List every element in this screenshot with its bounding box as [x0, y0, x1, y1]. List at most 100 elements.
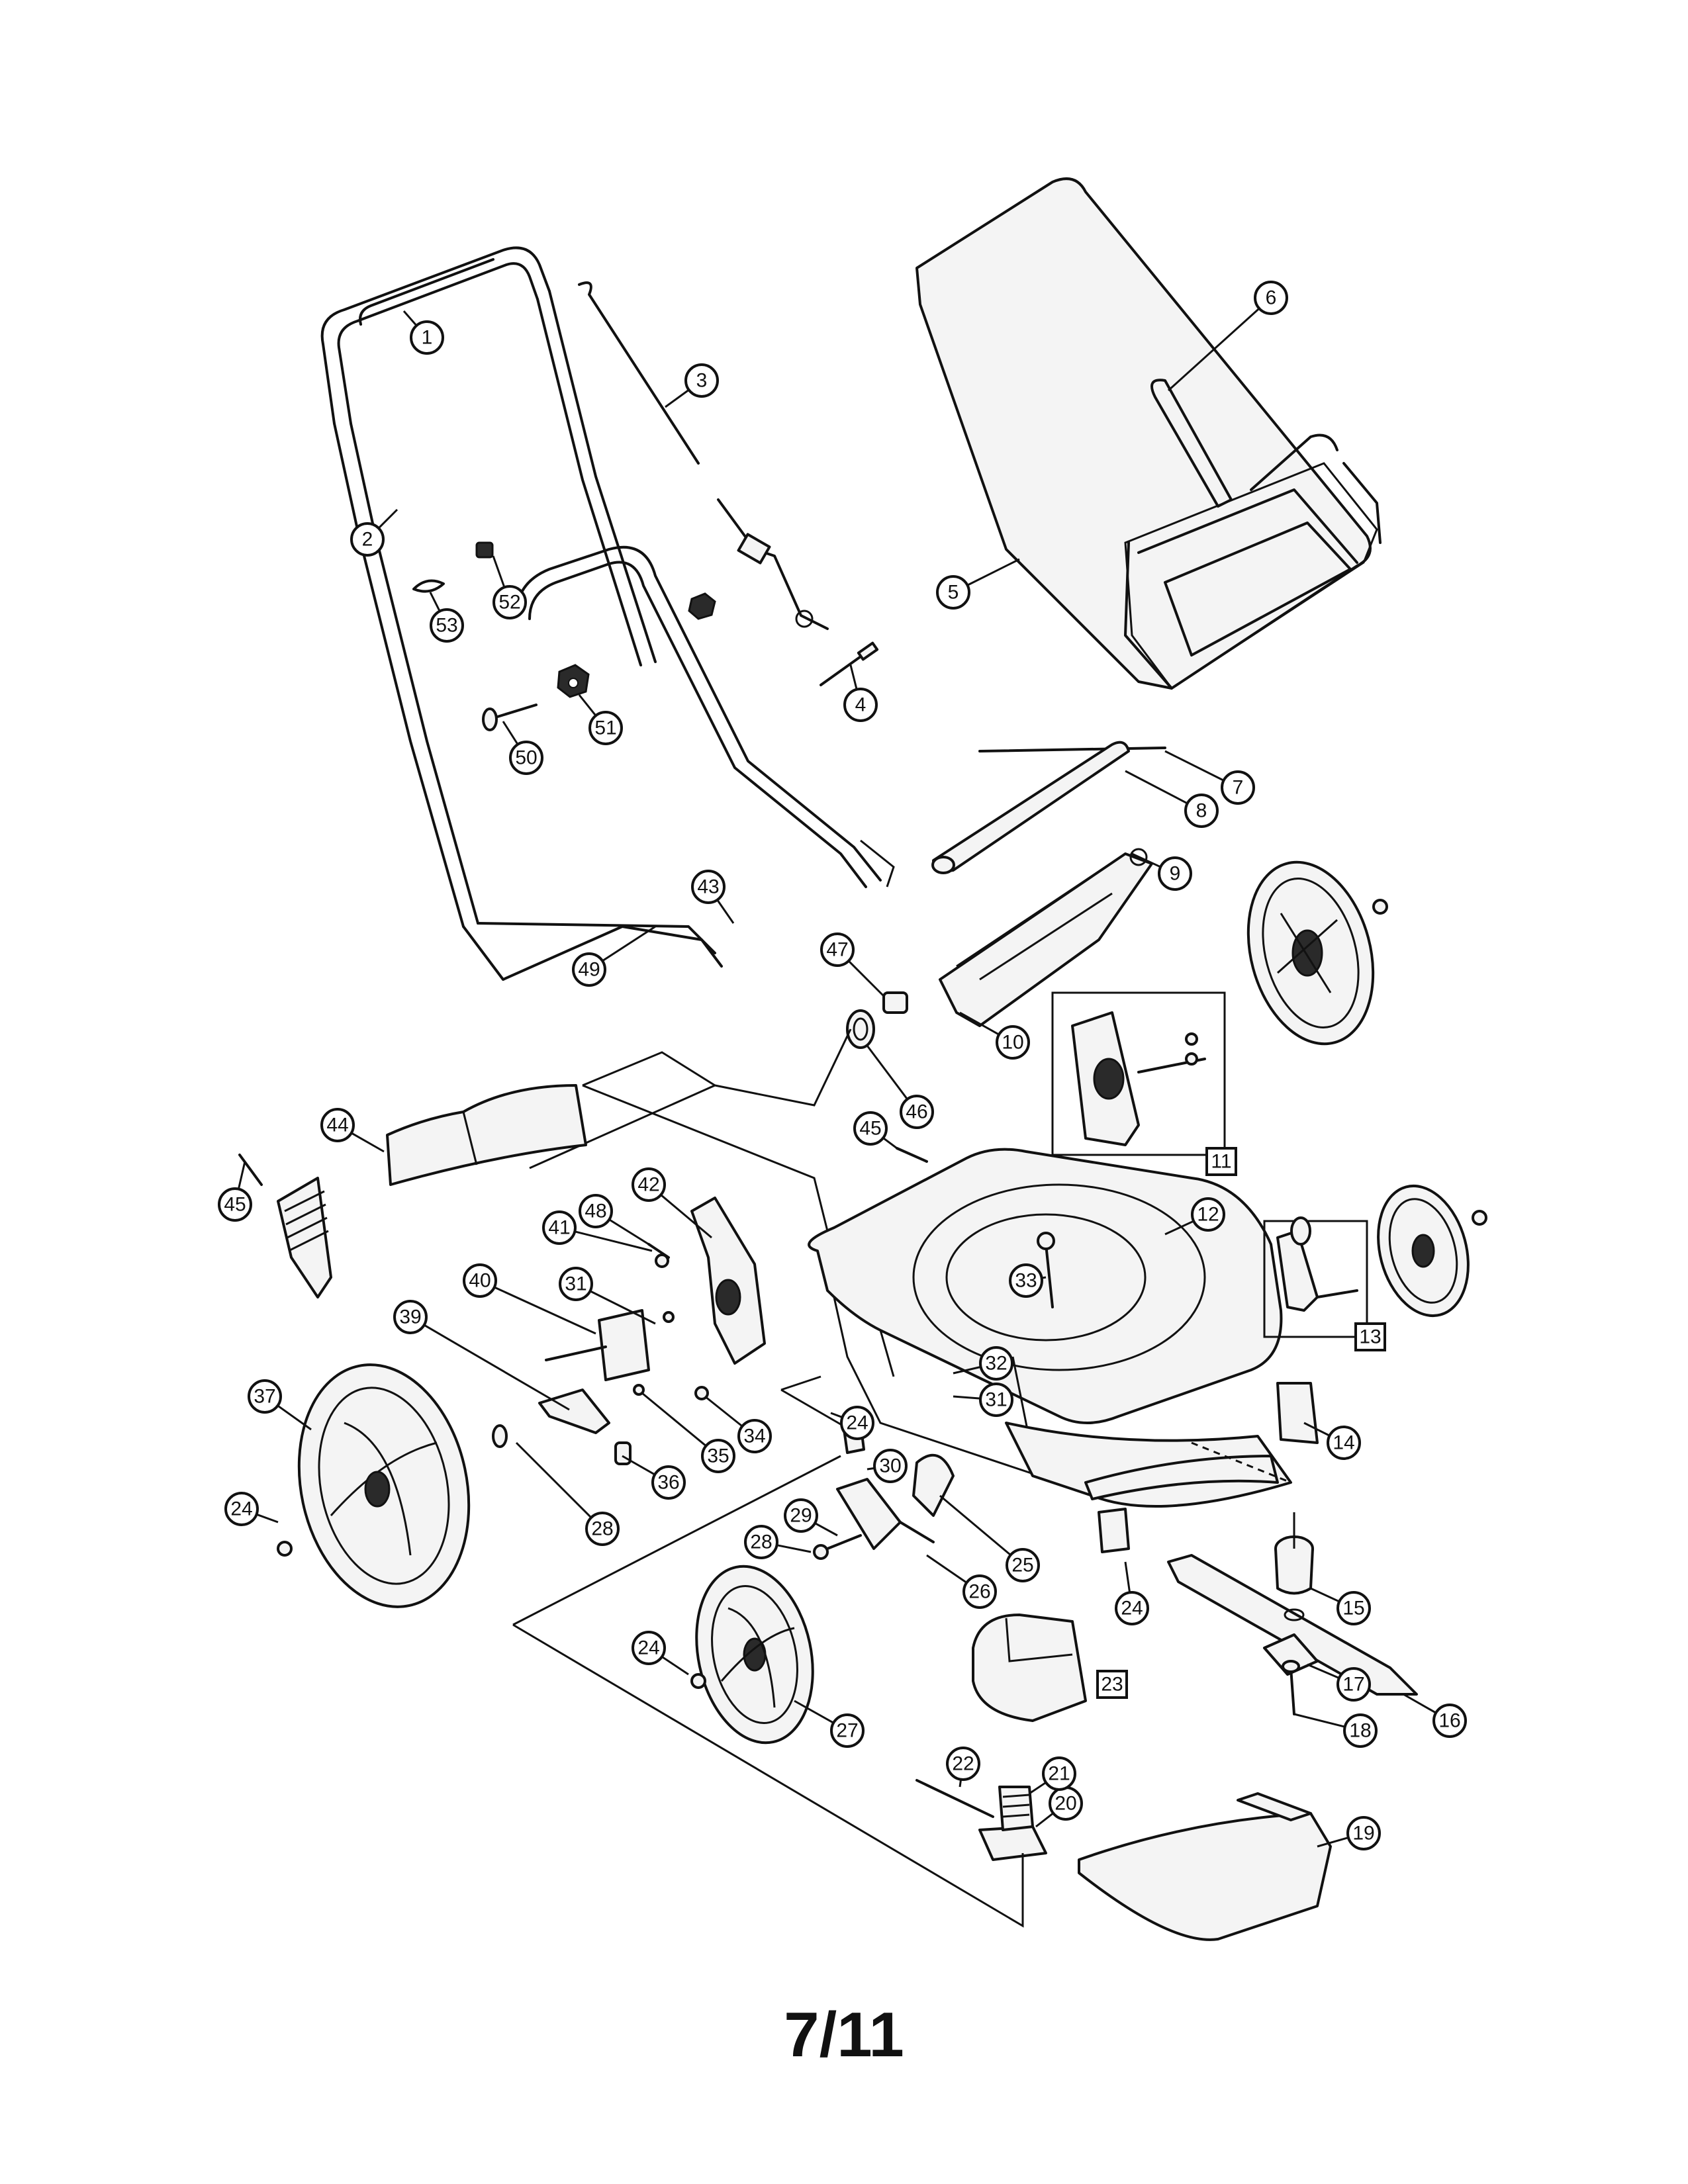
- callout-50: 50: [502, 721, 543, 775]
- callout-label: 1: [422, 327, 433, 349]
- callout-leader-15: [1310, 1587, 1340, 1603]
- callout-44: 44: [320, 1108, 385, 1153]
- mower-blade: [1167, 1554, 1418, 1696]
- callout-label: 11: [1211, 1151, 1231, 1173]
- callout-circle-24a: [840, 1406, 874, 1440]
- callout-label: 48: [585, 1201, 606, 1222]
- callout-label: 46: [906, 1101, 927, 1123]
- callout-label: 45: [859, 1118, 881, 1140]
- callout-5: 5: [936, 558, 1020, 610]
- callout-leader-6: [1167, 307, 1260, 392]
- callout-leader-24b: [256, 1513, 279, 1524]
- callout-leader-44: [351, 1132, 385, 1153]
- rear-chute: [1078, 1792, 1332, 1941]
- callout-box-23: [1096, 1670, 1128, 1699]
- callout-leader-9: [1131, 852, 1161, 868]
- callout-11: 11: [1205, 1147, 1237, 1176]
- callout-circle-49: [572, 952, 606, 987]
- callout-label: 25: [1011, 1555, 1033, 1576]
- callout-label: 28: [591, 1518, 613, 1540]
- callout-circle-31b: [979, 1383, 1013, 1417]
- callout-circle-28b: [744, 1525, 778, 1559]
- handle-knob-upper: [688, 592, 716, 620]
- callout-label: 47: [826, 939, 848, 961]
- callout-leader-32: [953, 1365, 981, 1375]
- callout-leader-20: [1035, 1812, 1054, 1828]
- callout-leader-48: [608, 1218, 649, 1246]
- callout-label: 32: [985, 1353, 1007, 1375]
- callout-45b: 45: [853, 1111, 898, 1150]
- upper-handle: [320, 246, 551, 425]
- callout-leader-49: [602, 925, 656, 962]
- callout-12: 12: [1164, 1197, 1225, 1236]
- hinge-rod: [978, 747, 1166, 752]
- rear-door: [939, 848, 1153, 1027]
- side-skirt: [1005, 1382, 1319, 1508]
- callout-circle-8: [1184, 794, 1219, 828]
- callout-circle-42: [632, 1167, 666, 1202]
- callout-46: 46: [866, 1045, 934, 1129]
- bushing: [882, 991, 908, 1014]
- callout-leader-31a: [589, 1290, 656, 1325]
- rear-wheel-left: [277, 1363, 471, 1608]
- callout-circle-30: [873, 1449, 908, 1483]
- callout-leader-16: [1403, 1693, 1436, 1714]
- callout-circle-52: [492, 585, 527, 619]
- callout-label: 49: [578, 959, 600, 981]
- callout-circle-39: [393, 1300, 428, 1334]
- mulch-plug: [972, 1614, 1087, 1722]
- callout-leader-46: [866, 1045, 908, 1100]
- callout-circle-9: [1158, 856, 1192, 891]
- callout-23: 23: [1096, 1670, 1128, 1699]
- callout-10: 10: [959, 1011, 1030, 1060]
- callout-label: 41: [548, 1217, 570, 1239]
- callout-leader-28b: [776, 1544, 812, 1553]
- linkage-outline: [529, 1028, 852, 1232]
- callout-circle-26: [962, 1574, 997, 1609]
- chute-hinge: [978, 1786, 1047, 1861]
- page-number: 7/11: [784, 1999, 904, 2070]
- callout-leader-19: [1317, 1837, 1349, 1848]
- callout-25: 25: [939, 1494, 1040, 1582]
- callout-circle-36: [651, 1465, 686, 1500]
- callout-leader-40: [494, 1286, 596, 1335]
- callout-13: 13: [1354, 1322, 1386, 1351]
- chute-bracket: [277, 1177, 332, 1298]
- callout-label: 39: [399, 1306, 421, 1328]
- callout-31b: 31: [953, 1383, 1013, 1417]
- callout-9: 9: [1131, 852, 1192, 891]
- callout-leader-45a: [237, 1161, 246, 1189]
- callout-label: 43: [697, 876, 719, 898]
- callout-label: 50: [515, 747, 537, 769]
- callout-26: 26: [926, 1554, 997, 1609]
- callout-40: 40: [463, 1263, 596, 1335]
- callout-label: 51: [594, 717, 616, 739]
- callout-8: 8: [1125, 770, 1219, 828]
- callout-leader-35: [641, 1392, 707, 1447]
- callout-28a: 28: [515, 1441, 620, 1546]
- callout-circle-50: [509, 741, 543, 775]
- callout-label: 17: [1342, 1674, 1364, 1696]
- callout-label: 24: [1121, 1598, 1143, 1619]
- callout-52: 52: [492, 555, 527, 619]
- callout-leader-39: [423, 1324, 570, 1411]
- front-axle-bracket: [1263, 1216, 1368, 1338]
- callout-leader-42: [660, 1194, 712, 1239]
- callout-51: 51: [578, 694, 623, 745]
- lever-arm: [538, 1388, 632, 1465]
- callout-circle-41: [542, 1210, 577, 1245]
- callout-6: 6: [1167, 281, 1288, 392]
- carriage-bolt: [482, 704, 538, 731]
- callout-circle-16: [1432, 1704, 1467, 1738]
- callout-label: 27: [836, 1720, 858, 1742]
- callout-label: 15: [1342, 1598, 1364, 1619]
- callout-label: 8: [1196, 800, 1207, 822]
- handle-side-left: [333, 422, 479, 928]
- callout-circle-40: [463, 1263, 497, 1298]
- chute-rod: [915, 1779, 994, 1818]
- callout-32: 32: [953, 1346, 1013, 1381]
- callout-leader-31b: [953, 1395, 981, 1400]
- callout-circle-17: [1336, 1667, 1371, 1702]
- callout-layer: 1234567891011121314151617181920212223242…: [218, 281, 1467, 1850]
- callout-circle-24d: [632, 1631, 666, 1665]
